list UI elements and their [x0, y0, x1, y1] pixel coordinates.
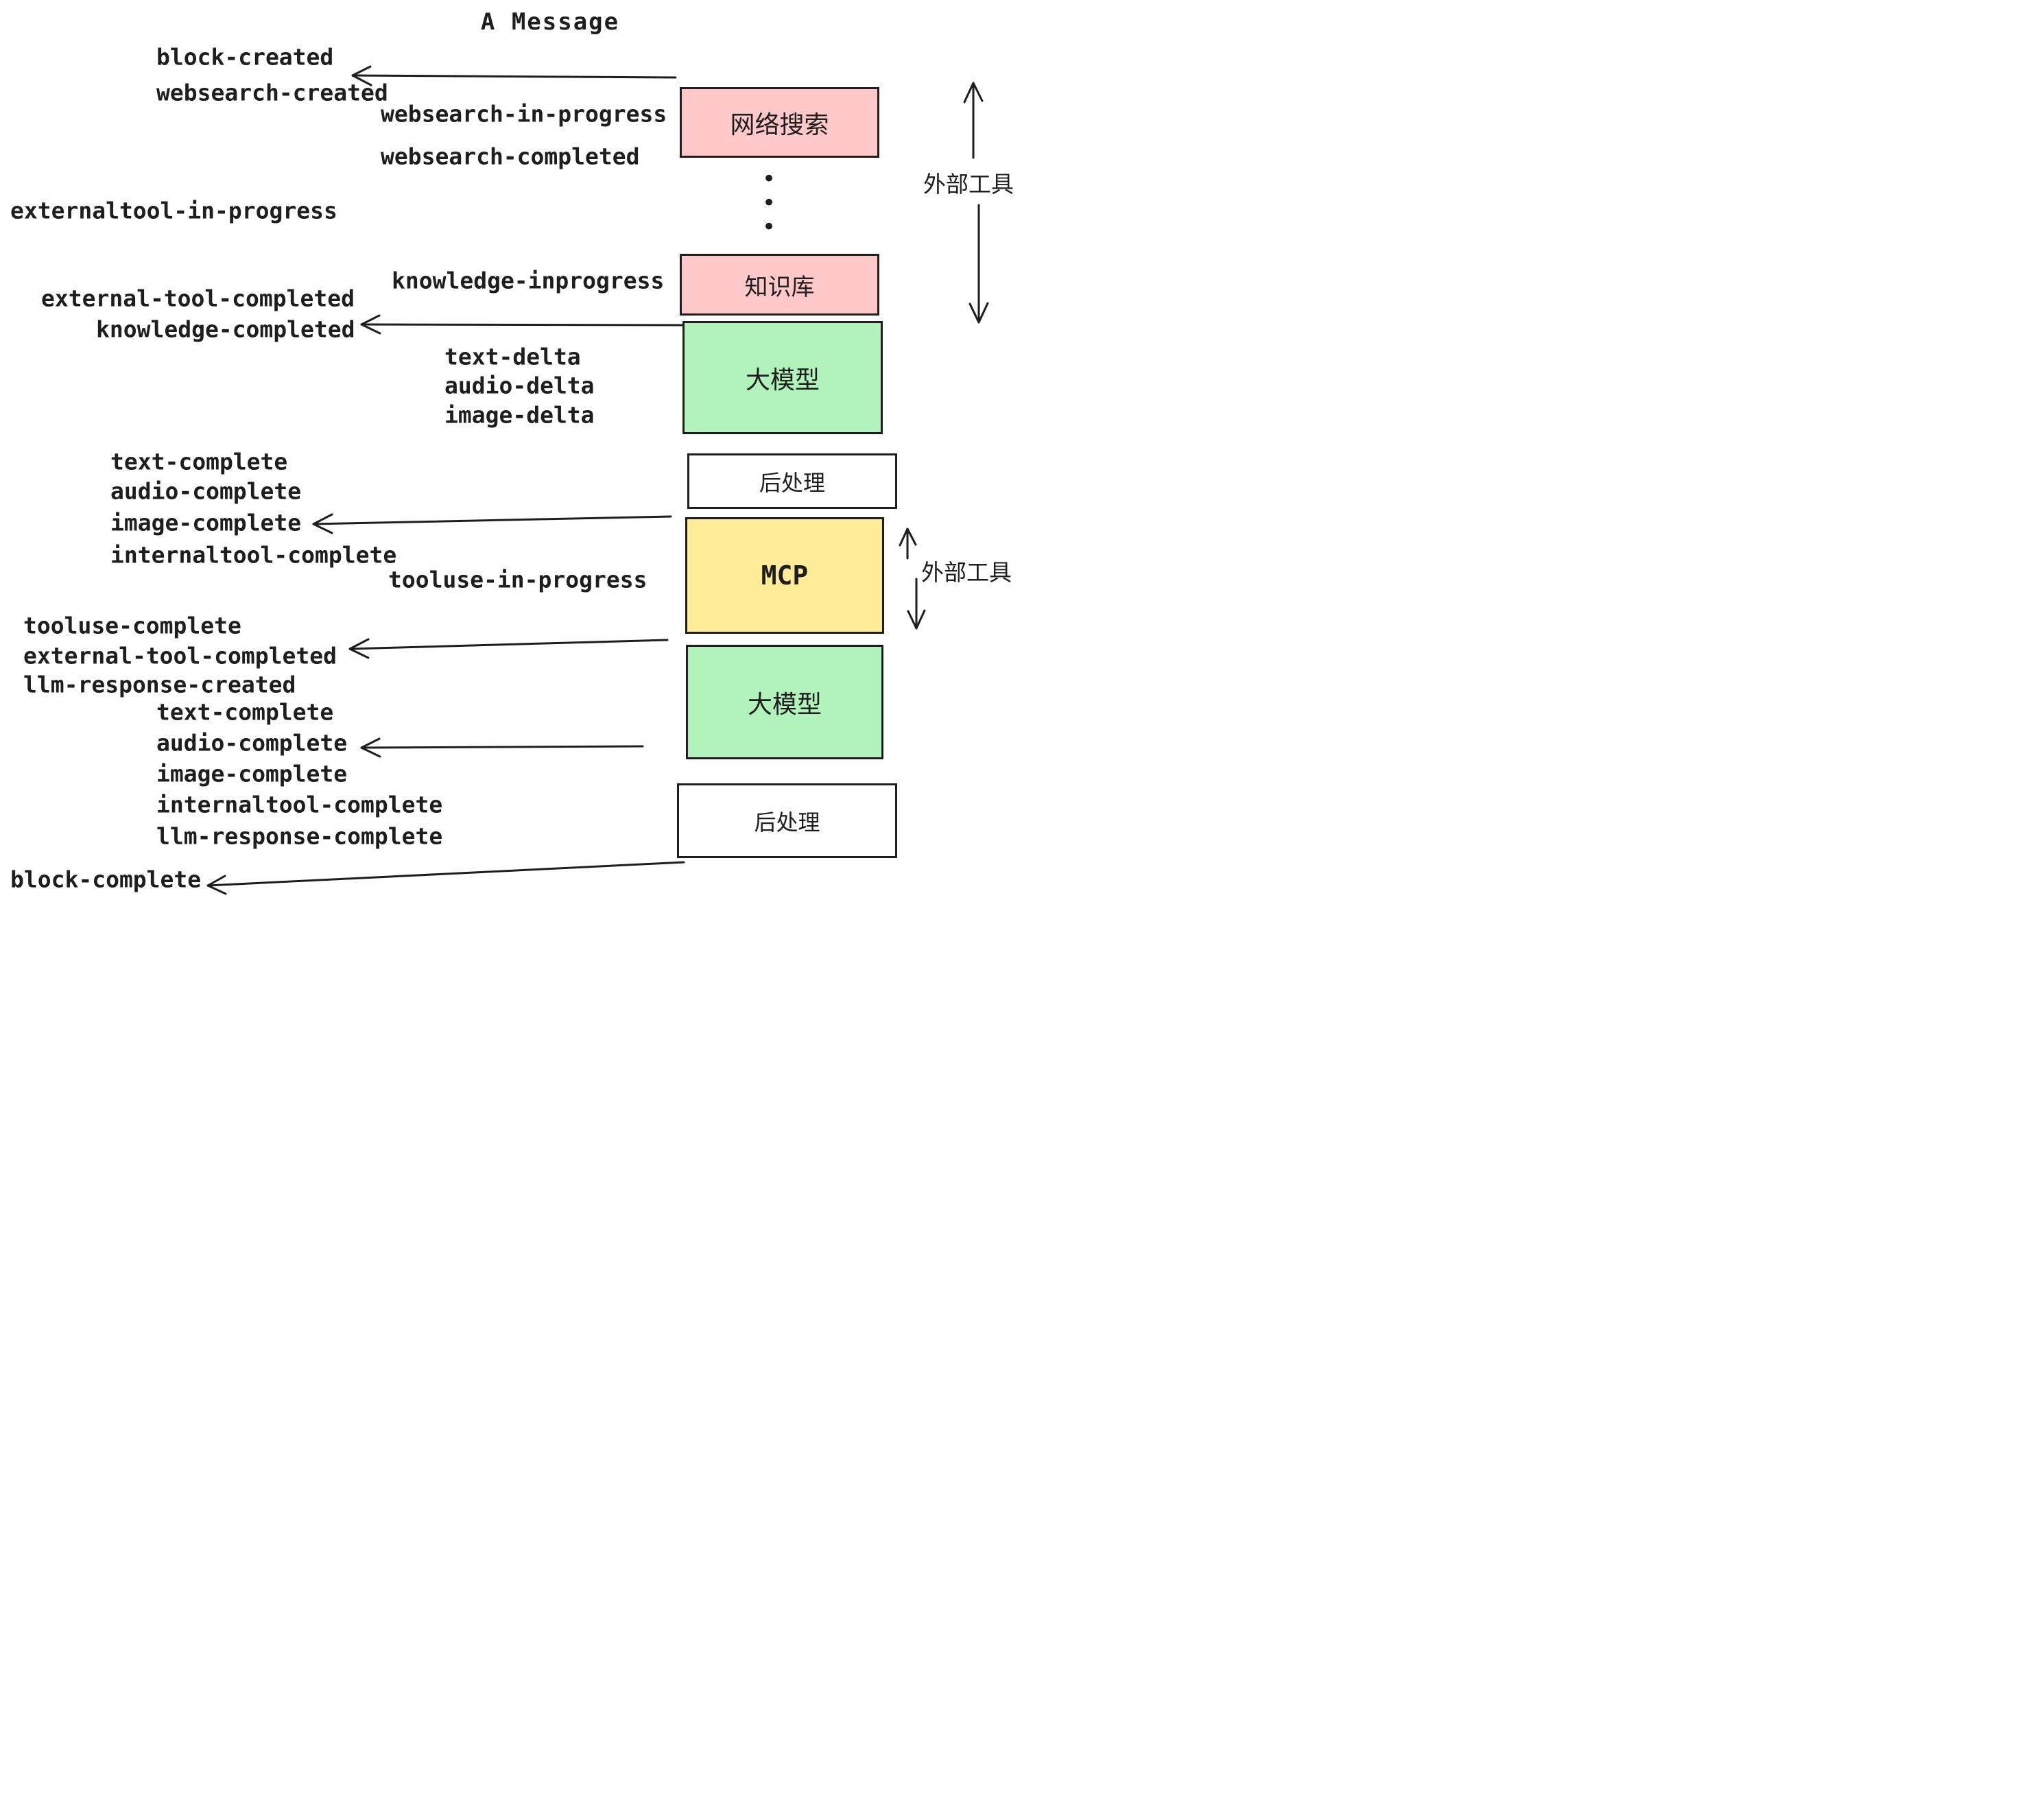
box-knowledge-label: 知识库 [744, 273, 815, 301]
label-externaltool-in-progress: externaltool-in-progress [10, 197, 337, 224]
label-block-complete: block-complete [10, 866, 202, 893]
label-text-complete-1: text-complete [110, 448, 288, 475]
label-llm-response-created: llm-response-created [23, 671, 296, 698]
label-tooluse-complete: tooluse-complete [23, 612, 241, 639]
label-text-delta-1: text-delta [444, 343, 581, 370]
arrow-external-tools-up-1 [963, 82, 984, 159]
vertical-ellipsis: • • • [761, 165, 776, 241]
diagram-canvas: A Message block-created websearch-create… [0, 0, 1022, 902]
box-llm-2: 大模型 [686, 645, 883, 759]
label-internaltool-complete-1: internaltool-complete [110, 541, 397, 569]
label-knowledge-completed: knowledge-completed [96, 316, 355, 343]
label-knowledge-inprogress: knowledge-inprogress [392, 267, 665, 294]
label-external-tool-completed-1: external-tool-completed [41, 285, 355, 312]
label-tooluse-in-progress: tooluse-in-progress [388, 566, 647, 593]
box-websearch-label: 网络搜索 [730, 110, 829, 139]
arrow-external-tools-up-2 [899, 527, 917, 560]
label-audio-complete-1: audio-complete [110, 477, 302, 505]
arrow-block-complete [206, 861, 685, 895]
label-audio-complete-2: audio-complete [156, 729, 348, 757]
arrow-websearch-created [351, 65, 677, 86]
box-knowledge: 知识库 [680, 254, 879, 316]
box-websearch: 网络搜索 [680, 87, 879, 158]
box-mcp-label: MCP [761, 560, 809, 591]
box-llm-1-label: 大模型 [745, 366, 820, 394]
arrow-image-complete [312, 513, 672, 534]
label-audio-delta-1: audio-delta [444, 372, 595, 399]
label-llm-response-complete: llm-response-complete [156, 822, 443, 850]
arrow-knowledge-completed [360, 314, 685, 335]
label-image-complete-1: image-complete [110, 509, 302, 536]
arrow-tooluse-complete [348, 638, 669, 659]
diagram-title: A Message [480, 8, 620, 36]
label-websearch-in-progress: websearch-in-progress [381, 100, 667, 128]
label-text-complete-2: text-complete [156, 698, 334, 726]
label-external-tool-completed-2: external-tool-completed [23, 642, 337, 669]
box-mcp: MCP [685, 517, 884, 634]
external-tools-label-2: 外部工具 [921, 559, 1012, 586]
label-websearch-completed: websearch-completed [381, 143, 640, 170]
box-postprocess-2-label: 后处理 [754, 809, 820, 835]
box-llm-1: 大模型 [682, 321, 883, 434]
label-image-complete-2: image-complete [156, 760, 348, 787]
arrow-audio-complete [360, 737, 644, 758]
label-block-created: block-created [156, 43, 334, 71]
box-postprocess-2: 后处理 [677, 783, 897, 858]
label-image-delta-1: image-delta [444, 401, 595, 429]
box-postprocess-1: 后处理 [687, 453, 897, 509]
label-internaltool-complete-2: internaltool-complete [156, 791, 443, 818]
arrow-external-tools-down-1 [968, 204, 989, 324]
external-tools-label-1: 外部工具 [923, 171, 1014, 198]
box-llm-2-label: 大模型 [747, 690, 822, 719]
box-postprocess-1-label: 后处理 [759, 469, 825, 496]
label-websearch-created: websearch-created [156, 79, 388, 106]
